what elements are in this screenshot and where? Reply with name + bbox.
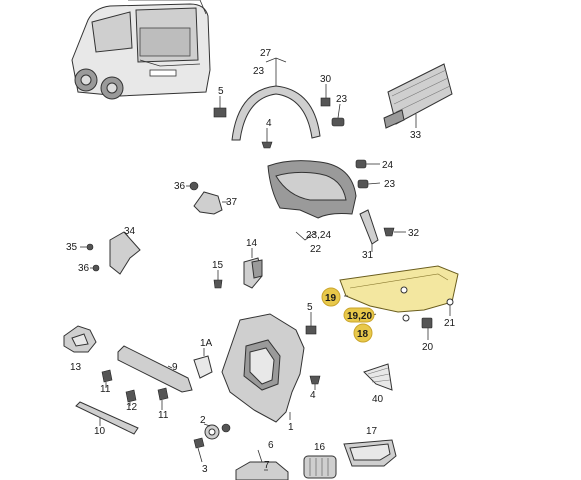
marker-19 [321, 287, 341, 307]
callout-22: 22 [310, 244, 322, 255]
callout-6: 6 [268, 440, 274, 451]
clip-14 [243, 248, 263, 289]
hook-13 [63, 325, 97, 353]
bolt-15 [213, 270, 223, 289]
strip-10 [75, 401, 139, 435]
callout-33: 33 [410, 130, 422, 141]
callout-11: 11 [158, 410, 169, 421]
callout-36: 36 [174, 181, 186, 192]
fastener-32 [383, 227, 406, 237]
cargo-net-33 [383, 63, 453, 129]
callout-21: 21 [444, 318, 456, 329]
callout-12: 12 [126, 402, 138, 413]
callout-4: 4 [310, 390, 316, 401]
callout-37: 37 [226, 197, 238, 208]
bracket-37 [193, 191, 228, 215]
net-40 [363, 363, 393, 391]
callout-11: 11 [100, 384, 111, 395]
callout-23-24: 23,24 [306, 230, 331, 241]
callout-17: 17 [366, 426, 378, 437]
parts-2-3 [193, 423, 231, 463]
rail-9 [117, 345, 193, 393]
callout-30: 30 [320, 74, 332, 85]
callout-5: 5 [218, 86, 224, 97]
bolt-5b [305, 312, 317, 335]
highlight-label-19: 19 [325, 293, 337, 304]
parts-6-7 [235, 449, 289, 480]
car-illustration [71, 0, 211, 100]
callout-9: 9 [172, 362, 178, 373]
callout-7: 7 [264, 460, 270, 471]
bolt-4b [309, 375, 321, 390]
callout-20: 20 [422, 342, 434, 353]
bracket-34 [80, 231, 141, 275]
callout-5: 5 [307, 302, 313, 313]
marker-18 [353, 323, 373, 343]
callout-14: 14 [246, 238, 258, 249]
callout-23: 23 [336, 94, 348, 105]
callout-3: 3 [202, 464, 208, 475]
callout-16: 16 [314, 442, 326, 453]
highlighted-callouts: 19 19,20 18 [321, 287, 375, 343]
callout-36: 36 [78, 263, 90, 274]
bolts-11-12 [101, 369, 169, 410]
callout-labels: 27 23 5 4 30 23 33 24 23 36 37 23,24 22 … [66, 48, 456, 475]
callout-15: 15 [212, 260, 224, 271]
callout-24: 24 [382, 160, 394, 171]
callout-23: 23 [384, 179, 396, 190]
strip-31 [359, 209, 379, 252]
callout-13: 13 [70, 362, 82, 373]
side-trim-22 [267, 160, 357, 241]
trim-arch-27 [231, 57, 321, 141]
callout-1: 1 [288, 422, 294, 433]
callout-2: 2 [200, 415, 206, 426]
grille-16 [303, 455, 337, 479]
highlight-label-19-20: 19,20 [347, 311, 372, 322]
callout-40: 40 [372, 394, 384, 405]
marker-19-20 [343, 307, 375, 323]
highlight-label-18: 18 [357, 329, 369, 340]
clips-20-21 [421, 298, 454, 340]
fasteners-top [213, 84, 345, 149]
callout-31: 31 [362, 250, 374, 261]
main-trim-panel-1 [221, 313, 305, 423]
cover-1a [193, 348, 213, 379]
callout-27: 27 [260, 48, 272, 59]
trim-17 [343, 439, 397, 467]
fasteners-mid [186, 159, 381, 191]
callout-32: 32 [408, 228, 420, 239]
callout-35: 35 [66, 242, 78, 253]
callout-23: 23 [253, 66, 265, 77]
callout-1a: 1A [200, 338, 213, 349]
callout-4: 4 [266, 118, 272, 129]
callout-34: 34 [124, 226, 136, 237]
floor-panel-highlighted [339, 265, 459, 322]
callout-10: 10 [94, 426, 106, 437]
